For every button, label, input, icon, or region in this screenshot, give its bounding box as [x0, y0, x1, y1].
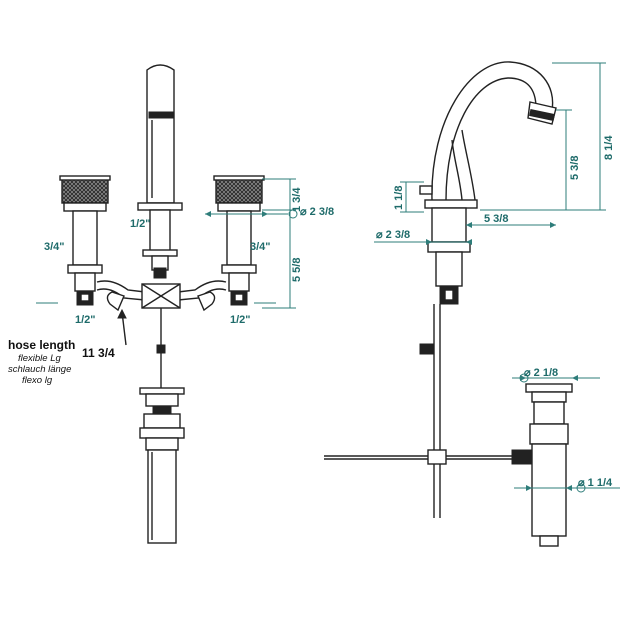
dim-valve-diameter: ⌀ 2 3/8 [300, 206, 334, 218]
hose-length-value: 11 3/4 [82, 346, 115, 360]
dim-valve-height: 1 3/4 [291, 187, 303, 212]
dim-right-bottom: 1/2" [230, 314, 251, 326]
dim-valve-deck: 5 5/8 [291, 258, 303, 282]
dim-right-valve-side: 3/4" [250, 241, 271, 253]
hose-length-it: flexo lg [22, 375, 53, 386]
dim-drain-outlet-diameter: ⌀ 1 1/4 [578, 477, 613, 489]
side-view: 8 1/4 5 3/8 5 3/8 1 1/8 ⌀ 2 3/8 ⌀ 2 1/8 … [324, 61, 620, 547]
dim-reach: 5 3/8 [484, 213, 508, 225]
dim-drain-top-diameter: ⌀ 2 1/8 [524, 367, 558, 379]
front-manifold [96, 280, 227, 388]
front-drain [139, 387, 185, 544]
dim-left-bottom: 1/2" [75, 314, 96, 326]
dim-pipe-center: 1/2" [130, 218, 151, 230]
side-dimensions [374, 62, 620, 493]
dim-outlet-height: 5 3/8 [569, 156, 581, 180]
hose-length-en: flexible Lg [18, 353, 61, 364]
dim-left-valve-side: 3/4" [44, 241, 65, 253]
front-dimensions [36, 178, 298, 346]
dim-base-height: 1 1/8 [393, 186, 405, 210]
side-drain [511, 383, 573, 547]
front-left-valve [59, 175, 111, 306]
front-right-valve [213, 175, 265, 306]
hose-length-de: schlauch länge [8, 364, 71, 375]
dim-base-diameter: ⌀ 2 3/8 [376, 229, 410, 241]
dim-total-height: 8 1/4 [603, 135, 615, 160]
hose-length-label: hose length [8, 338, 75, 352]
front-spout [137, 64, 183, 279]
front-view: 1/2" 3/4" 3/4" 1/2" 1/2" 1 3/4 ⌀ 2 3/8 5… [8, 64, 334, 544]
